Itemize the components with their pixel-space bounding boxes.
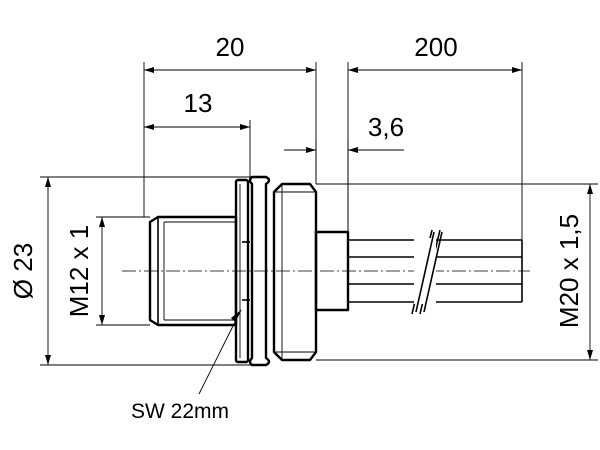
dim-outer-diameter: Ø 23 <box>8 176 252 366</box>
dim-flange-offset: 3,6 <box>284 112 404 232</box>
dim-overall-length: 20 <box>143 32 317 217</box>
dim-overall-length-label: 20 <box>216 32 245 62</box>
dim-mount-thread: M20 x 1,5 <box>316 183 598 361</box>
dim-connector-length: 13 <box>144 88 251 180</box>
dim-flange-offset-label: 3,6 <box>368 112 404 142</box>
o-ring <box>248 175 271 367</box>
wrench-size-label: SW 22mm <box>131 400 229 423</box>
dim-connector-thread: M12 x 1 <box>64 216 150 326</box>
cable-break-marks <box>411 229 443 315</box>
dim-cable-length-label: 200 <box>414 32 457 62</box>
dim-connector-thread-label: M12 x 1 <box>64 225 94 318</box>
hex-nut-sw22 <box>272 182 318 362</box>
dim-outer-diameter-label: Ø 23 <box>8 243 38 299</box>
panel-flange <box>234 178 250 364</box>
wrench-size-callout: SW 22mm <box>131 309 242 423</box>
dim-mount-thread-label: M20 x 1,5 <box>554 214 584 328</box>
cable-gland <box>314 230 350 312</box>
dim-connector-length-label: 13 <box>184 88 213 118</box>
